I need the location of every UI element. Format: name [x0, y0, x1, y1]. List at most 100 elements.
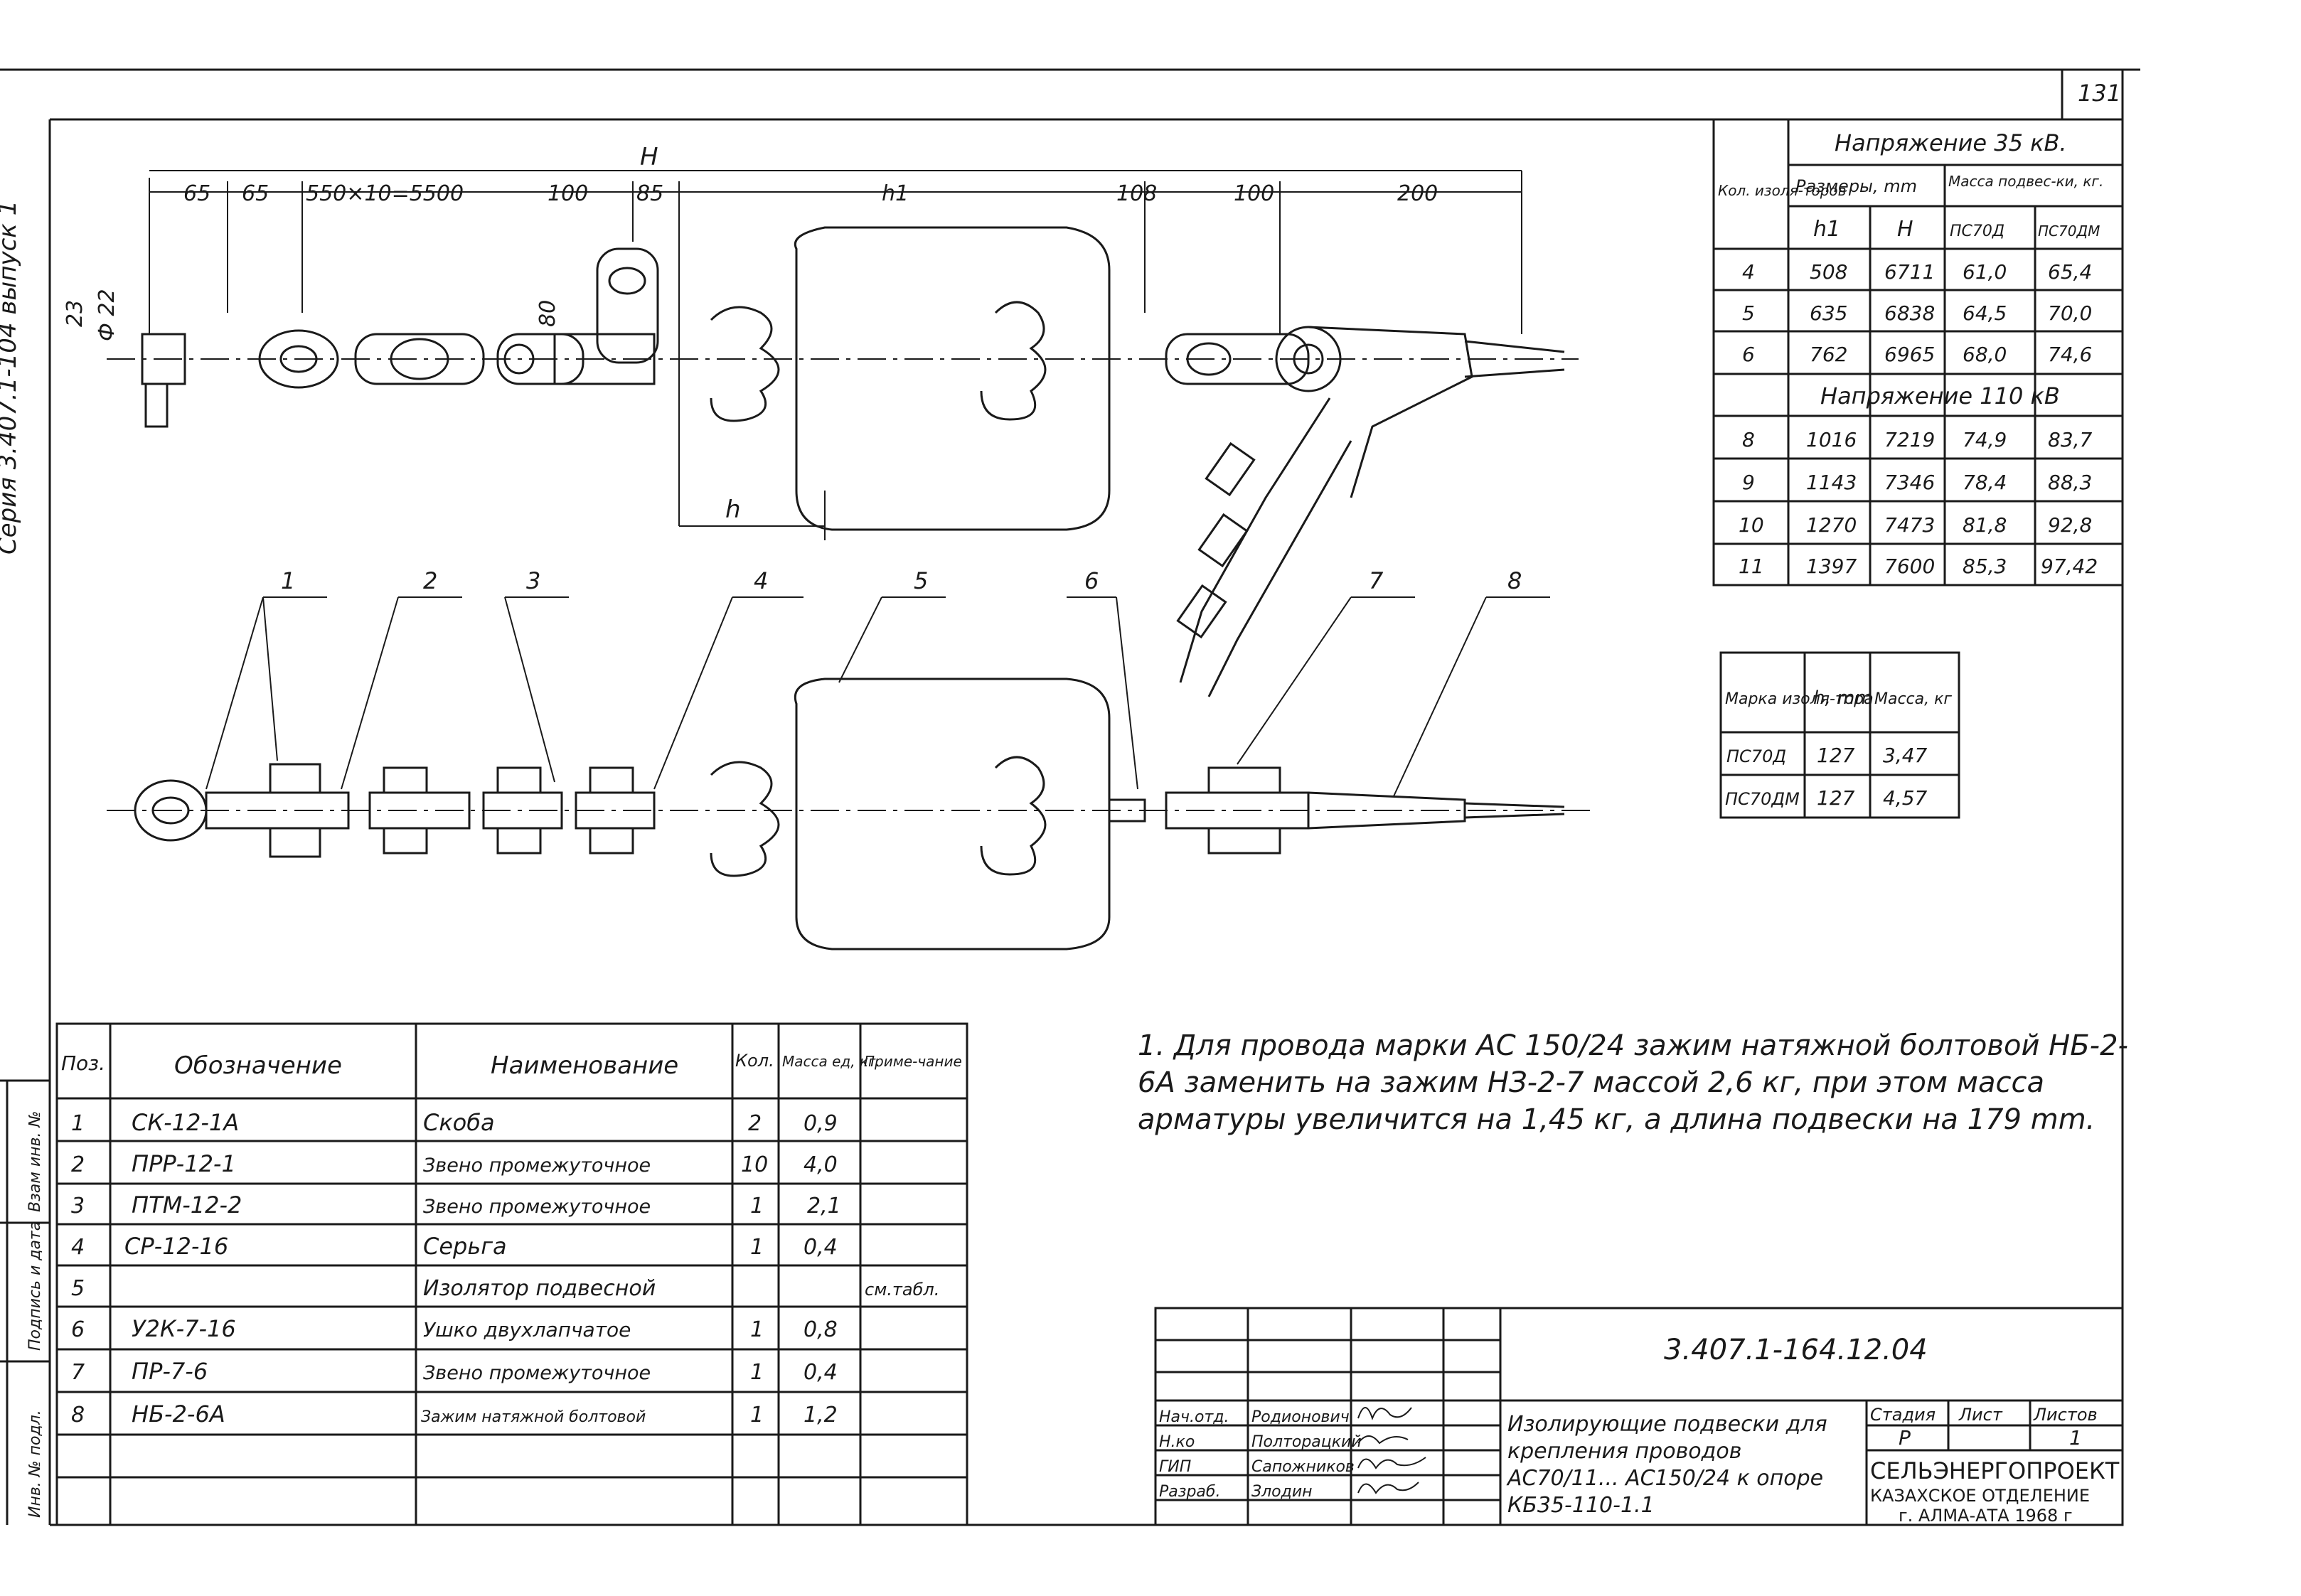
- tb-stage: Р: [1899, 1426, 1911, 1450]
- tb-role-0: Нач.отд.: [1159, 1408, 1229, 1426]
- vt-cell: 1016: [1806, 428, 1857, 451]
- pt-cell: Звено промежуточное: [423, 1196, 651, 1218]
- pt-cell: СК-12-1А: [132, 1109, 239, 1136]
- dim-100a: 100: [548, 181, 588, 206]
- pt-cell: 0,8: [804, 1317, 838, 1342]
- dim-h: h: [725, 496, 741, 524]
- pt-cell: ПР-7-6: [132, 1358, 208, 1385]
- vt-rows-35: 4 508 6711 61,0 65,4 5 635 6838 64,5 70,…: [1742, 260, 2092, 366]
- pt-cell: 1: [71, 1111, 85, 1136]
- dim-h1: h1: [882, 181, 909, 206]
- parts-table-grid: [55, 1022, 968, 1526]
- signatures: [1357, 1407, 1426, 1494]
- vt-cell: 92,8: [2048, 513, 2092, 537]
- drawing-note: 1. Для провода марки АС 150/24 зажим нат…: [1138, 1029, 2128, 1136]
- pt-cell: 4: [71, 1235, 85, 1260]
- pt-cell: Изолятор подвесной: [423, 1276, 656, 1301]
- vt-sub-h1: h1: [1813, 217, 1840, 242]
- vt-rows-110: 8 1016 7219 74,9 83,7 9 1143 7346 78,4 8…: [1739, 428, 2098, 578]
- pt-cell: 0,4: [804, 1360, 838, 1385]
- vt-cell: 508: [1810, 260, 1847, 284]
- tb-stage-label: Стадия: [1870, 1405, 1936, 1425]
- pt-cell: 1,2: [804, 1403, 838, 1428]
- pt-cell: Звено промежуточное: [423, 1155, 651, 1177]
- vt-cell: 8: [1742, 428, 1755, 451]
- vt-cell: 1270: [1806, 513, 1857, 537]
- tb-org-branch: КАЗАХСКОЕ ОТДЕЛЕНИЕ: [1870, 1486, 2090, 1506]
- vt-cell: 81,8: [1963, 513, 2007, 537]
- vt-cell: 5: [1742, 301, 1755, 325]
- it-cell: 4,57: [1883, 786, 1928, 810]
- pt-cell: 6: [71, 1317, 85, 1342]
- pt-cell: Зажим натяжной болтовой: [421, 1408, 646, 1426]
- pt-rows: 1 СК-12-1А Скоба 2 0,9 2 ПРР-12-1 Звено …: [71, 1109, 939, 1428]
- assembly-side-view: [107, 596, 1593, 950]
- tb-sheet-label: Лист: [1958, 1405, 2003, 1425]
- vt-cell: 4: [1742, 260, 1755, 284]
- tb-org-name: СЕЛЬЭНЕРГОПРОЕКТ: [1870, 1457, 2120, 1484]
- pt-cell: 4,0: [804, 1152, 838, 1177]
- pt-cell: 1: [750, 1235, 764, 1260]
- pt-cell: ПТМ-12-2: [132, 1191, 242, 1219]
- vt-mass-header: Масса подвес-ки, кг.: [1948, 173, 2103, 190]
- pt-cell: 1: [750, 1403, 764, 1428]
- pt-cell: ПРР-12-1: [132, 1150, 236, 1177]
- vt-cell: 1143: [1806, 471, 1857, 494]
- pt-cell: 0,9: [804, 1111, 838, 1136]
- pt-cell: 7: [71, 1360, 85, 1385]
- pt-cell: 8: [71, 1403, 85, 1428]
- vt-col-count-header: Кол. изоля-торов: [1718, 182, 1846, 199]
- callout-1: 1: [281, 567, 295, 594]
- pt-cell: 2,1: [807, 1194, 841, 1219]
- vt-cell: 6965: [1884, 343, 1935, 366]
- pt-cell: 2: [71, 1152, 85, 1177]
- dim-200: 200: [1397, 181, 1438, 206]
- title-block-grid: [1154, 1307, 2124, 1526]
- pt-cell: 1: [750, 1360, 764, 1385]
- strip-podpis: Подпись и дата: [26, 1221, 44, 1351]
- callout-4: 4: [754, 567, 768, 594]
- pt-cell: Скоба: [423, 1109, 495, 1136]
- pt-cell: 2: [748, 1111, 762, 1136]
- callout-6: 6: [1084, 567, 1099, 594]
- dim-H: H: [640, 143, 658, 171]
- tb-role-3: Разраб.: [1159, 1483, 1220, 1501]
- pt-cell: Ушко двухлапчатое: [423, 1318, 631, 1341]
- vt-35kv-header: Напряжение 35 кВ.: [1835, 129, 2067, 156]
- vt-cell: 6: [1742, 343, 1755, 366]
- vt-cell: 10: [1739, 513, 1764, 537]
- pt-cell: 0,4: [804, 1235, 838, 1260]
- tb-name-0: Родионович: [1251, 1408, 1350, 1426]
- vt-cell: 97,42: [2041, 555, 2098, 578]
- vt-cell: 83,7: [2048, 428, 2093, 451]
- strip-vzam: Взам инв. №: [26, 1111, 44, 1212]
- vt-cell: 68,0: [1963, 343, 2007, 366]
- callout-5: 5: [914, 567, 928, 594]
- vt-cell: 7219: [1884, 428, 1935, 451]
- vt-cell: 74,6: [2048, 343, 2092, 366]
- vt-cell: 6711: [1884, 260, 1935, 284]
- tb-sheets-label: Листов: [2033, 1405, 2098, 1425]
- pt-cell: У2К-7-16: [132, 1315, 236, 1342]
- pt-cell: 1: [750, 1194, 764, 1219]
- vt-cell: 85,3: [1963, 555, 2007, 578]
- series-label: Серия 3.407.1-104 выпуск 1: [0, 200, 22, 555]
- vt-sub-ps70dm: ПС70ДМ: [2038, 223, 2100, 240]
- callout-3: 3: [526, 567, 540, 594]
- pt-cell: 3: [71, 1194, 85, 1219]
- pt-cell: Звено промежуточное: [423, 1362, 651, 1384]
- vt-sizes-header: Размеры, mm: [1795, 176, 1917, 196]
- vt-cell: 78,4: [1963, 471, 2007, 494]
- dim-5500: 550×10=5500: [306, 181, 464, 206]
- pt-header-qty: Кол.: [735, 1051, 774, 1071]
- pt-header-note: Приме-чание: [864, 1053, 962, 1070]
- dim-100b: 100: [1234, 181, 1274, 206]
- vt-cell: 61,0: [1963, 260, 2007, 284]
- vt-cell: 11: [1739, 555, 1764, 578]
- it-header-mass: Масса, кг: [1874, 690, 1952, 708]
- vt-cell: 70,0: [2048, 301, 2092, 325]
- pt-cell: 10: [741, 1152, 768, 1177]
- tb-role-1: Н.ко: [1159, 1433, 1195, 1451]
- pt-cell: см.табл.: [865, 1280, 939, 1300]
- insulator-table-grid: [1719, 651, 1960, 819]
